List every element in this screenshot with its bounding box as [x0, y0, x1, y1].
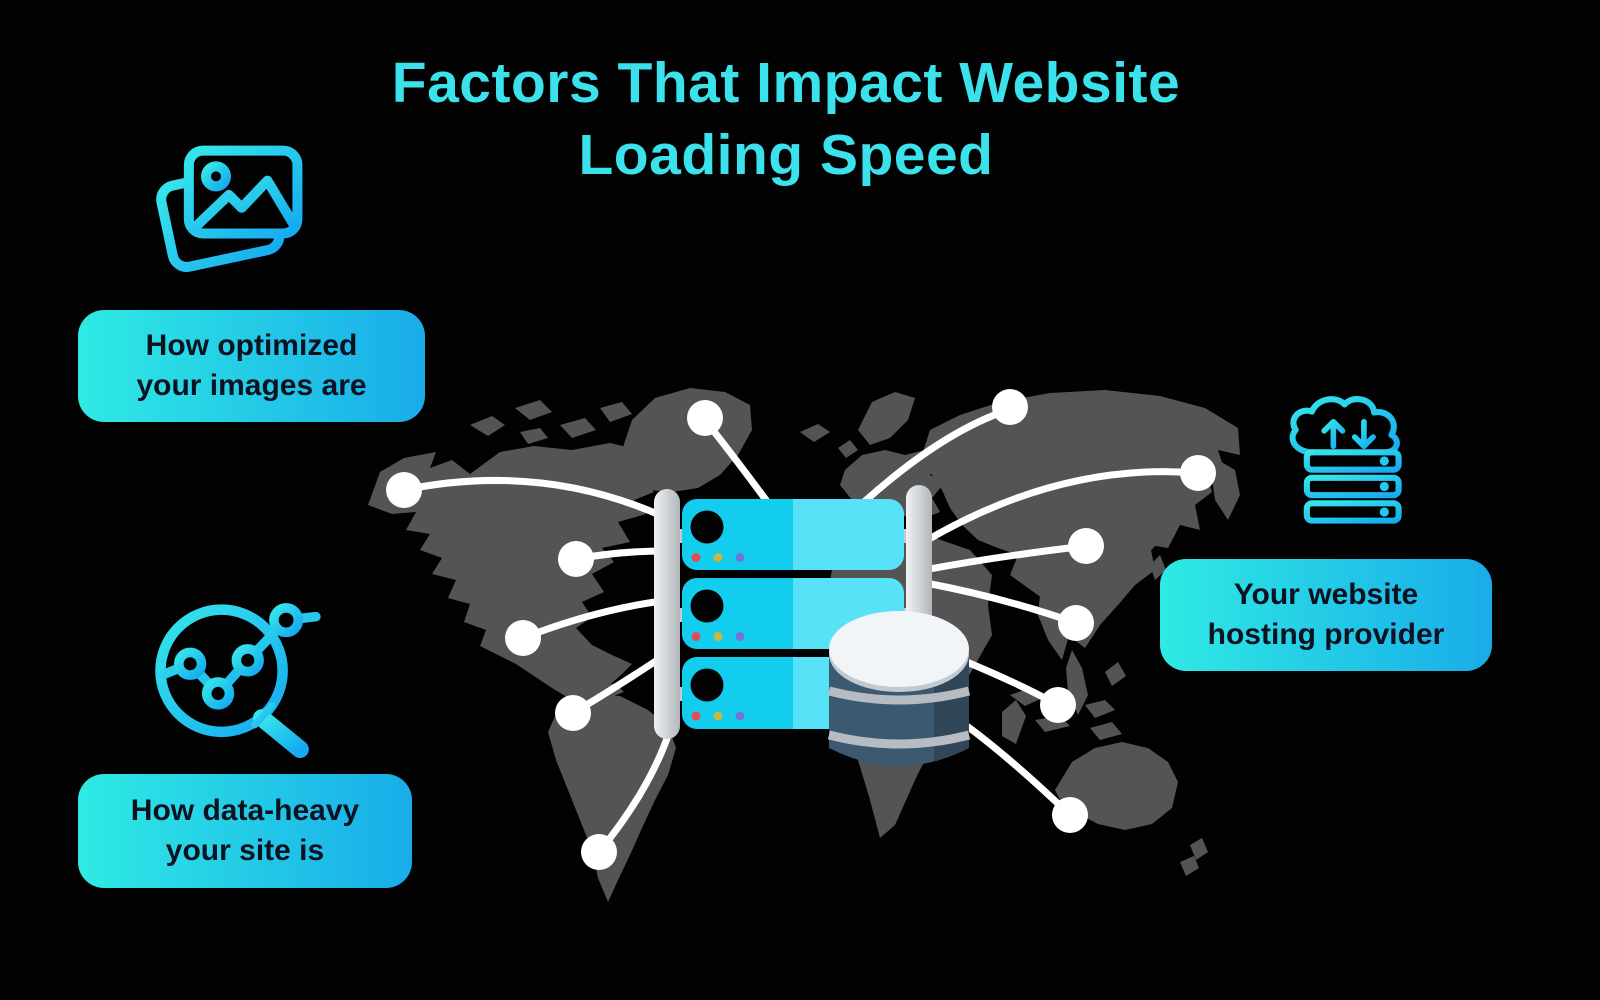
server-drive-circle: [690, 510, 724, 544]
network-node: [386, 472, 422, 508]
island-uk: [838, 440, 858, 458]
cloud-hosting-icon: [1289, 395, 1402, 524]
indicator-dots: [691, 553, 745, 721]
magnifier-handle: [252, 709, 309, 759]
photo-mountains: [189, 175, 299, 233]
continent-greenland: [622, 388, 752, 492]
server-drive-circle: [690, 589, 724, 623]
chart-node: [231, 644, 264, 677]
factor-label-line: Your website: [1233, 577, 1419, 611]
continent-south-america: [548, 693, 676, 902]
magnifier-lens: [155, 604, 288, 738]
network-node: [558, 541, 594, 577]
server-bar-led: [1379, 456, 1389, 466]
chart-node: [269, 603, 304, 638]
server-bar: [1303, 500, 1402, 524]
title-line-2: Loading Speed: [578, 122, 994, 187]
server-bar-led: [1379, 481, 1389, 492]
factor-label-line: How data-heavy: [130, 793, 360, 827]
database-band-separator: [827, 686, 971, 705]
chart-node: [173, 647, 207, 680]
server-unit-1: [682, 499, 904, 570]
network-node: [1058, 605, 1094, 641]
network-node: [581, 834, 617, 870]
network-node: [1068, 528, 1104, 564]
data-analysis-magnifier-icon: [155, 603, 321, 759]
factor-label-data-heavy: How data-heavy your site is: [78, 774, 412, 888]
network-node: [1052, 797, 1088, 833]
network-nodes: [386, 389, 1216, 870]
connection-line: [860, 406, 1012, 506]
connection-line: [920, 542, 1090, 574]
server-bar-led: [1379, 507, 1389, 517]
server-bar: [1303, 449, 1402, 473]
magnifier-handle-collar: [251, 702, 276, 729]
upload-arrow-icon: [1321, 418, 1346, 450]
islands-new-zealand: [1180, 838, 1208, 876]
network-node: [1040, 687, 1076, 723]
download-arrow-icon: [1351, 418, 1376, 450]
title-line-1: Factors That Impact Website: [391, 51, 1181, 115]
continent-north-america: [368, 443, 664, 710]
factor-label-line: your images are: [136, 369, 367, 402]
factor-label-line: How optimized: [145, 328, 358, 362]
factor-label-hosting: Your website hosting provider: [1160, 559, 1492, 671]
island-madagascar: [1002, 700, 1026, 744]
server-drive-circle: [690, 668, 724, 702]
server-bar: [1303, 474, 1402, 499]
connection-line: [920, 468, 1200, 546]
photo-sun: [201, 161, 231, 192]
continent-asia: [922, 390, 1240, 648]
page-title: Factors That Impact Website Loading Spee…: [0, 48, 1572, 192]
database-band-separator: [827, 730, 971, 749]
rack-post-left: [654, 489, 680, 739]
database-cylinder: [827, 611, 971, 766]
connection-line: [400, 476, 666, 520]
network-node: [687, 400, 723, 436]
factor-label-line: your site is: [165, 834, 325, 867]
region-kamchatka: [1212, 460, 1240, 520]
cloud-outline: [1289, 395, 1400, 456]
image-optimization-icon: [156, 145, 303, 272]
island-iceland: [800, 424, 830, 442]
chart-node: [201, 677, 235, 710]
network-node: [505, 620, 541, 656]
arctic-islands: [470, 400, 632, 444]
islands-japan: [1135, 528, 1166, 580]
network-node: [1180, 455, 1216, 491]
network-node: [555, 695, 591, 731]
database-top: [829, 611, 969, 687]
network-node: [992, 389, 1028, 425]
factor-label-line: hosting provider: [1207, 618, 1445, 651]
factor-label-images: How optimized your images are: [78, 310, 425, 422]
